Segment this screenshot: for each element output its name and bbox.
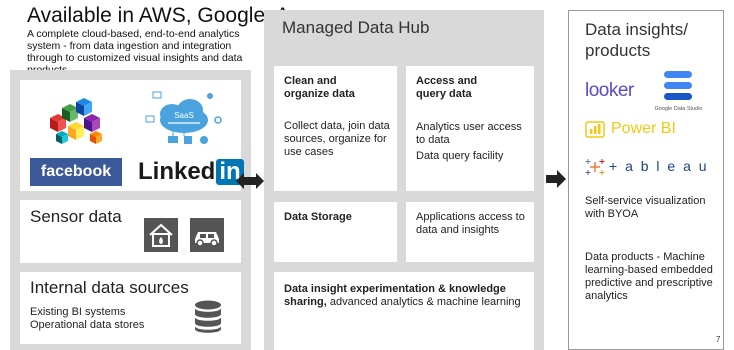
google-data-studio-label: Google Data Studio [654, 106, 702, 112]
tableau-text: + a b l e a u [609, 158, 709, 174]
access-query-text: Analytics user access to data [416, 121, 522, 146]
linkedin-logo-text: Linked [138, 158, 216, 185]
colorful-cubes-icon [50, 98, 102, 144]
insight-experimentation-text: Data insight experimentation & knowledge… [284, 283, 528, 309]
applications-access-box: Applications access to data and insights [406, 202, 534, 262]
self-service-text: Self-service visualization with BYOA [585, 195, 706, 220]
looker-logo: looker [585, 80, 634, 101]
insight-experimentation-bold: Data insight experimentation & knowledge… [284, 283, 506, 308]
managed-data-hub-panel: Managed Data Hub Clean and organize data… [264, 10, 544, 350]
saas-label: SaaS [174, 111, 194, 120]
access-query-heading: Access and query data [416, 75, 478, 100]
data-storage-box: Data Storage [274, 202, 397, 262]
facebook-logo: facebook [30, 158, 122, 186]
data-storage-heading: Data Storage [284, 211, 352, 223]
internal-sources-box: Internal data sources Existing BI system… [20, 272, 241, 344]
internal-sources-title: Internal data sources [30, 278, 189, 297]
clean-organize-text: Collect data, join data sources, organiz… [284, 120, 390, 158]
sensor-data-box: Sensor data [20, 200, 241, 263]
car-icon [190, 218, 224, 252]
clean-organize-box: Clean and organize data Collect data, jo… [274, 66, 397, 191]
data-insights-panel: Data insights/ products looker Google Da… [568, 10, 724, 350]
saas-cloud-icon: SaaS [145, 91, 222, 144]
insight-experimentation-rest: advanced analytics & machine learning [326, 296, 521, 308]
right-arrow-icon [546, 170, 566, 188]
power-bi-text: Power BI [611, 120, 676, 137]
database-icon [195, 300, 221, 333]
clean-organize-heading: Clean and organize data [284, 75, 355, 100]
tableau-icon [585, 159, 605, 175]
left-title: Available in AWS, Google, Azure [27, 4, 331, 27]
internal-source-item: Operational data stores [30, 319, 145, 331]
page-number: 7 [716, 335, 721, 344]
internal-source-item: Existing BI systems [30, 306, 126, 318]
smart-home-icon [144, 218, 178, 252]
double-arrow-icon [236, 173, 264, 189]
hub-title: Managed Data Hub [282, 18, 430, 37]
data-products-text: Data products - Machine learning-based e… [585, 251, 713, 302]
left-subtitle: A complete cloud-based, end-to-end analy… [27, 28, 243, 76]
data-query-facility-text: Data query facility [416, 150, 504, 162]
power-bi-icon [585, 121, 605, 138]
sensor-data-title: Sensor data [30, 207, 122, 226]
google-data-studio-logo: Google Data Studio [654, 71, 703, 112]
data-insights-title: Data insights/ products [585, 20, 688, 60]
insight-experimentation-box: Data insight experimentation & knowledge… [274, 272, 534, 350]
access-query-box: Access and query data Analytics user acc… [406, 66, 534, 191]
applications-access-text: Applications access to data and insights [416, 211, 525, 236]
